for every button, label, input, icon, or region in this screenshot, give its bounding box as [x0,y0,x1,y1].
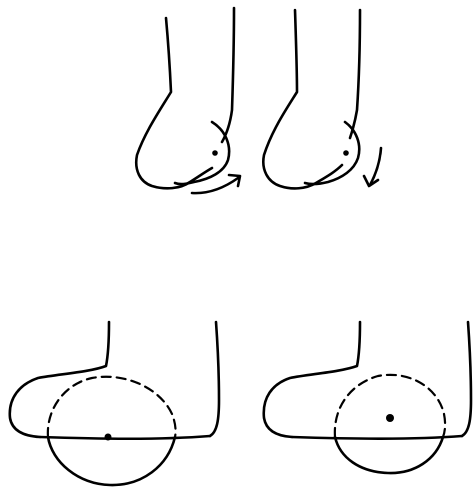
dashed-circle-top [335,375,445,437]
pivot-dot [343,150,349,156]
rotation-arrow [370,148,381,185]
ground-line [292,436,462,439]
dashed-circle-top [48,377,176,437]
foot-outline [10,322,109,437]
panel-top-right [263,10,381,188]
leg-back-line [210,322,219,436]
pivot-dot [212,150,218,156]
center-dot [386,414,394,422]
solid-arc-bottom [48,437,175,485]
leg-back-line [222,8,234,142]
leg-back-line [462,322,471,436]
panel-top-left [136,8,240,193]
ground-line [40,436,210,439]
solid-arc-bottom [335,437,443,473]
panel-bottom-right [264,322,471,473]
leg-back-line [350,10,360,138]
panel-bottom-left [10,322,219,485]
leg-foot-outline [136,18,212,188]
center-dot [105,434,112,441]
foot-outline [264,322,360,437]
leg-foot-outline [263,10,342,188]
